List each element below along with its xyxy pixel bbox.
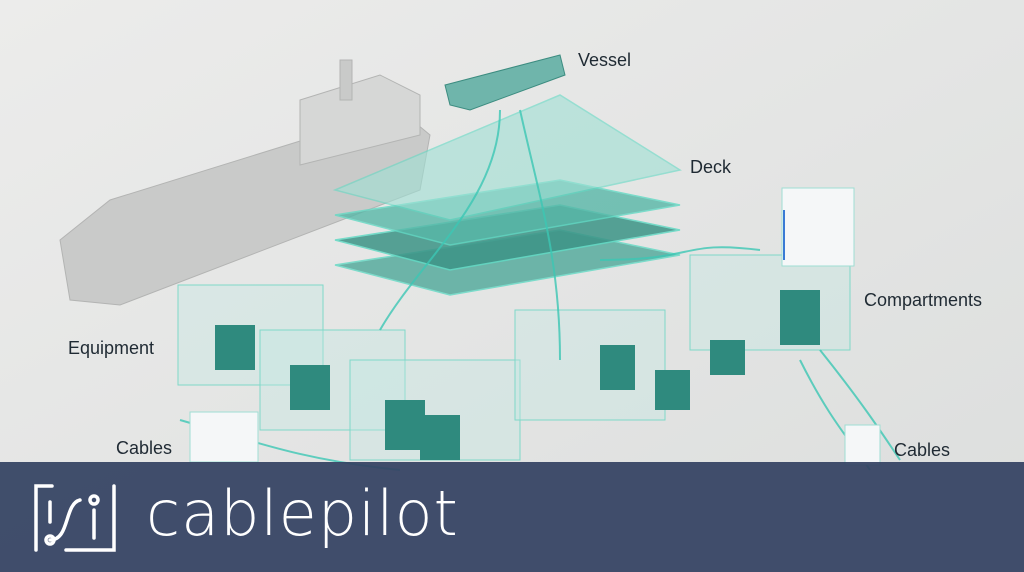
label-compartments: Compartments: [864, 290, 983, 310]
brand-banner: [0, 462, 1024, 572]
brand-name: cablepilot: [146, 477, 459, 550]
label-vessel: Vessel: [578, 50, 632, 70]
vessel-model: [444, 54, 566, 111]
dashboard-panel-right: [844, 424, 881, 466]
equipment-units: [215, 290, 820, 460]
label-cables-left: Cables: [116, 438, 173, 458]
dashboard-panel-left: [189, 411, 259, 463]
deck-layers: [332, 94, 682, 296]
label-deck: Deck: [690, 157, 732, 177]
label-equipment: Equipment: [68, 338, 155, 358]
label-cables-right: Cables: [894, 440, 951, 460]
cablepilot-logo-icon: [34, 484, 116, 552]
dashboard-panel: [781, 187, 855, 267]
